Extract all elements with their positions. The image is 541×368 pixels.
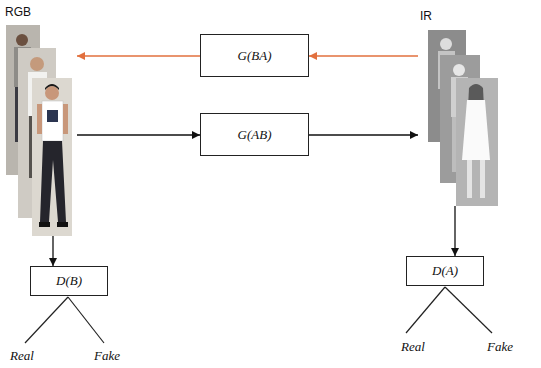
generator-box: G(BA)	[200, 34, 309, 77]
person-shirt	[42, 101, 63, 141]
person-dress	[462, 100, 490, 160]
output-line	[25, 297, 68, 343]
flow-arrow	[77, 134, 200, 135]
image-stack: IR	[418, 8, 500, 206]
person-leg	[480, 160, 485, 198]
person-shoe	[57, 222, 68, 227]
flow-arrow	[454, 206, 455, 256]
output-line	[406, 287, 445, 333]
person-head	[16, 34, 28, 46]
output-label: Fake	[487, 339, 513, 355]
modality-label: IR	[418, 8, 500, 24]
image-stack: RGB	[3, 4, 77, 236]
person-head	[440, 38, 452, 50]
discriminator-box: D(A)	[406, 256, 484, 286]
photo-frame	[456, 78, 498, 206]
person-head	[45, 86, 59, 100]
output-line	[68, 297, 104, 343]
generator-box: G(AB)	[200, 113, 309, 156]
person-leg	[467, 160, 472, 198]
photo-frame	[32, 78, 72, 236]
person-trousers	[40, 141, 66, 222]
output-label: Real	[401, 339, 425, 355]
flow-arrow	[309, 55, 418, 56]
modality-label: RGB	[3, 4, 77, 20]
flow-arrow	[77, 55, 200, 56]
ir-image-stack	[428, 30, 498, 206]
rgb-image-stack	[6, 25, 72, 236]
box-label: G(BA)	[238, 48, 272, 64]
output-line	[445, 287, 492, 333]
flow-arrow	[52, 236, 53, 266]
person-shoe	[39, 222, 50, 227]
shirt-print	[47, 110, 58, 122]
box-label: D(A)	[432, 263, 458, 279]
person-hair	[45, 84, 59, 90]
discriminator-box: D(B)	[30, 266, 108, 296]
person-head	[30, 57, 44, 71]
box-label: G(AB)	[238, 127, 272, 143]
person-arm	[63, 104, 68, 134]
output-label: Real	[10, 348, 34, 364]
flow-arrow	[309, 134, 418, 135]
box-label: D(B)	[56, 273, 82, 289]
person-arm	[37, 104, 42, 134]
person-head	[453, 64, 465, 76]
output-label: Fake	[94, 348, 120, 364]
